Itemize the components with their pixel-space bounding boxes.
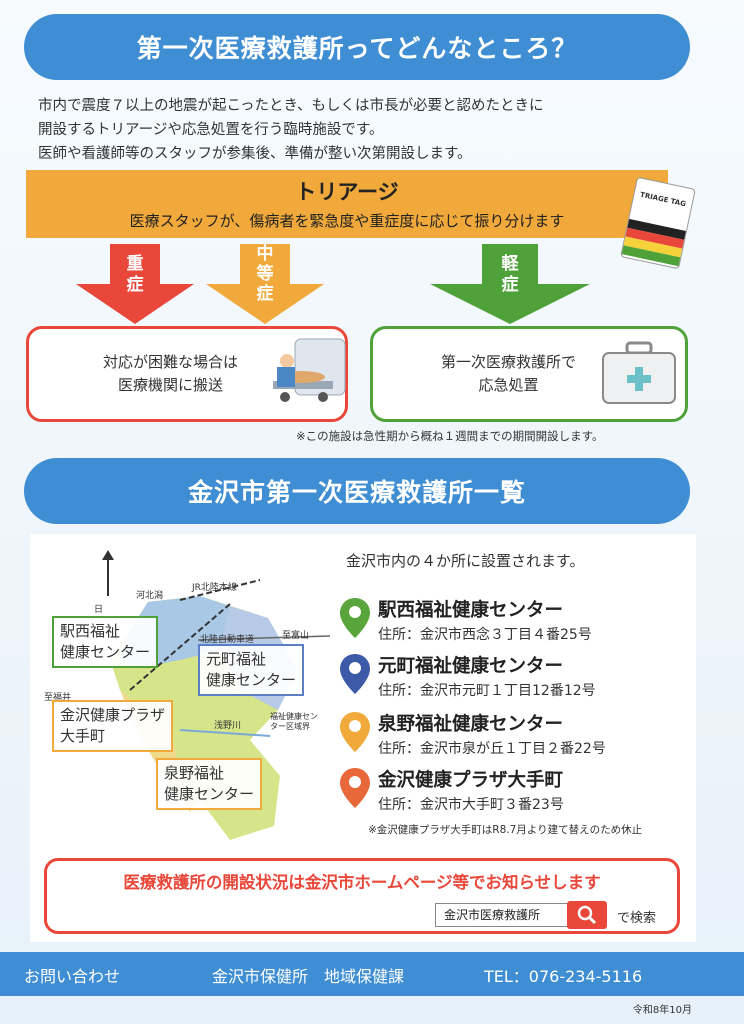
location-pin-icon: [340, 712, 370, 752]
map-label-line: 元町福祉: [206, 650, 267, 668]
box-text-line: 対応が困難な場合は: [103, 353, 239, 371]
mild-arrow: 軽症: [430, 244, 590, 324]
closure-note: ※金沢健康プラザ大手町はR8.7月より建て替えのため休止: [368, 824, 643, 836]
facility-item: 元町福祉健康センター 住所：金沢市元町１丁目12番12号: [340, 652, 696, 708]
facility-name: 泉野福祉健康センター: [378, 714, 564, 735]
section-banner-list: 金沢市第一次医療救護所一覧: [24, 458, 690, 524]
map-annotation: 北陸自動車道: [200, 635, 255, 645]
map-label-line: 泉野福祉: [164, 764, 225, 782]
box-text-line: 応急処置: [478, 376, 539, 394]
map-label-line: 大手町: [60, 727, 106, 745]
kanazawa-map: 河北潟 JR北陸本線 北陸自動車道 至富山 至福井 日 浅野川 福祉健康センター…: [30, 540, 342, 856]
location-pin-icon: [340, 768, 370, 808]
triage-title: トリアージ: [295, 180, 399, 204]
search-icon: [577, 905, 597, 925]
contact-phone: TEL：076-234-5116: [484, 967, 643, 986]
map-label-line: 健康センター: [164, 785, 255, 803]
arrow-down-orange-icon: [206, 244, 324, 324]
box-text-line: 医療機関に搬送: [118, 376, 224, 394]
moderate-label: 中等症: [256, 244, 274, 304]
search-keyword: 金沢市医療救護所: [444, 908, 541, 922]
homepage-notice-box: 医療救護所の開設状況は金沢市ホームページ等でお知らせします 金沢市医療救護所 で…: [44, 858, 680, 934]
map-annotation: JR北陸本線: [192, 583, 237, 593]
ambulance-stretcher-icon: [273, 338, 346, 402]
arrow-down-green-icon: [430, 244, 590, 324]
arrow-down-red-icon: [76, 244, 194, 324]
search-keyword-box[interactable]: 金沢市医療救護所: [435, 903, 583, 927]
moderate-arrow: 中等症: [206, 244, 324, 324]
mild-label: 軽症: [501, 254, 519, 295]
map-label-izumino: 泉野福祉 健康センター: [156, 758, 263, 810]
location-pin-icon: [340, 654, 370, 694]
triage-tag-label: TRIAGE TAG: [639, 190, 687, 209]
contact-department: 金沢市保健所 地域保健課: [212, 967, 405, 986]
notice-title: 医療救護所の開設状況は金沢市ホームページ等でお知らせします: [123, 873, 601, 892]
contact-footer: お問い合わせ 金沢市保健所 地域保健課 TEL：076-234-5116: [0, 952, 744, 996]
intro-text: 市内で震度７以上の地震が起こったとき、もしくは市長が必要と認めたときに 開設する…: [38, 94, 698, 166]
contact-label: お問い合わせ: [24, 967, 121, 986]
map-label-line: 金沢健康プラザ: [60, 706, 166, 724]
intro-line: 市内で震度７以上の地震が起こったとき、もしくは市長が必要と認めたときに: [38, 98, 544, 114]
first-aid-kit-icon: [602, 341, 676, 404]
intro-line: 医師や看護師等のスタッフが参集後、準備が整い次第開設します。: [38, 146, 472, 162]
facility-address: 住所：金沢市大手町３番23号: [378, 797, 564, 813]
map-annotation: 至富山: [282, 631, 310, 641]
search-suffix-text: で検索: [617, 911, 657, 926]
facility-item: 駅西福祉健康センター 住所：金沢市西念３丁目４番25号: [340, 596, 696, 652]
facility-name: 駅西福祉健康センター: [378, 600, 564, 621]
intro-line: 開設するトリアージや応急処置を行う臨時施設です。: [38, 122, 384, 138]
issue-date: 令和8年10月: [632, 1005, 692, 1016]
period-note: ※この施設は急性期から概ね１週間までの期間開設します。: [296, 429, 604, 443]
location-pin-icon: [340, 598, 370, 638]
triage-description: 医療スタッフが、傷病者を緊急度や重症度に応じて振り分けます: [129, 212, 565, 230]
banner-title: 第一次医療救護所ってどんなところ？: [136, 34, 578, 63]
first-aid-box: 第一次医療救護所で 応急処置: [370, 326, 688, 422]
severe-arrow: 重症: [76, 244, 194, 324]
map-label-motomachi: 元町福祉 健康センター: [198, 644, 305, 696]
facility-address: 住所：金沢市西念３丁目４番25号: [378, 627, 592, 643]
map-annotation: 福祉健康センター区域界: [270, 712, 318, 731]
map-label-line: 駅西福祉: [60, 622, 121, 640]
facility-name: 金沢健康プラザ大手町: [378, 770, 564, 791]
map-label-plaza: 金沢健康プラザ 大手町: [52, 700, 174, 752]
banner-title: 金沢市第一次医療救護所一覧: [187, 478, 526, 507]
hospital-transfer-box: 対応が困難な場合は 医療機関に搬送: [26, 326, 348, 422]
section-banner-what-is: 第一次医療救護所ってどんなところ？: [24, 14, 690, 80]
facility-lead-text: 金沢市内の４か所に設置されます。: [346, 552, 585, 570]
severe-label: 重症: [126, 254, 144, 295]
map-annotation: 浅野川: [214, 721, 242, 731]
search-button[interactable]: [567, 901, 607, 929]
facility-address: 住所：金沢市元町１丁目12番12号: [378, 683, 596, 699]
facility-name: 元町福祉健康センター: [378, 656, 564, 677]
map-annotation: 河北潟: [136, 591, 164, 601]
box-text-line: 第一次医療救護所で: [441, 353, 577, 371]
triage-band: トリアージ 医療スタッフが、傷病者を緊急度や重症度に応じて振り分けます: [26, 170, 668, 238]
facility-address: 住所：金沢市泉が丘１丁目２番22号: [378, 741, 606, 757]
map-label-ekinishi: 駅西福祉 健康センター: [52, 616, 159, 668]
map-annotation: 至福井: [44, 693, 72, 703]
map-annotation: 日: [94, 605, 104, 615]
map-label-line: 健康センター: [60, 643, 151, 661]
map-label-line: 健康センター: [206, 671, 297, 689]
facility-item: 泉野福祉健康センター 住所：金沢市泉が丘１丁目２番22号: [340, 710, 696, 766]
facility-item: 金沢健康プラザ大手町 住所：金沢市大手町３番23号: [340, 766, 696, 822]
